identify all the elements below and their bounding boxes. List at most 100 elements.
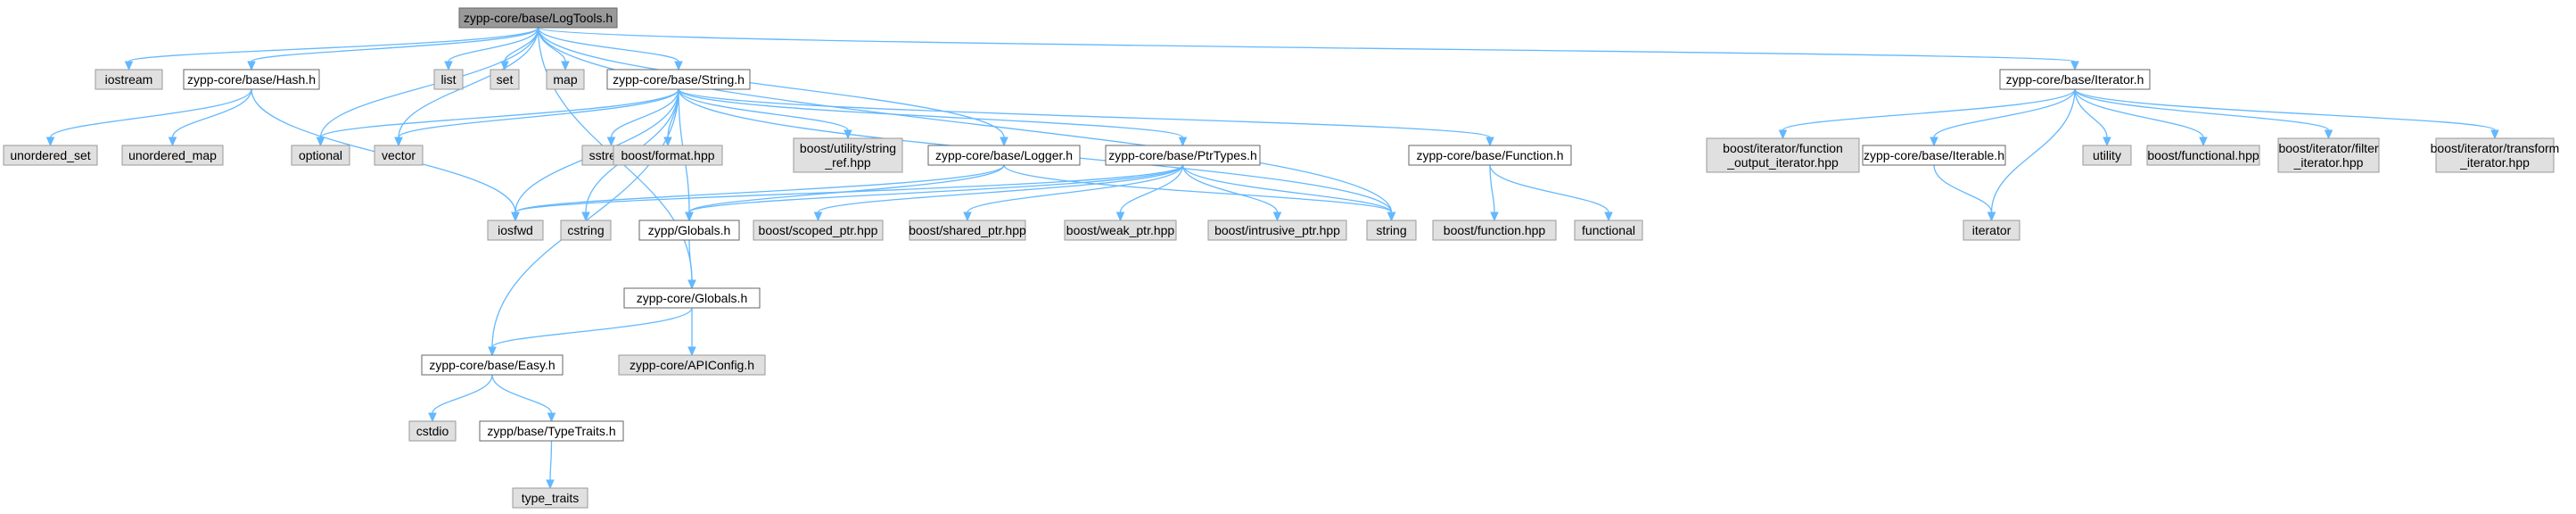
node-iterable_h[interactable]: zypp-core/base/Iterable.h [1862,145,2006,166]
node-string_h[interactable]: zypp-core/base/String.h [606,69,751,90]
node-hash[interactable]: zypp-core/base/Hash.h [183,69,320,90]
node-box [753,220,884,241]
node-boost_format: boost/format.hpp [613,145,723,166]
node-set: set [490,69,520,90]
node-label: string [1376,223,1406,237]
node-box [606,69,751,90]
edge-hash-to-unordered_map [171,88,252,138]
node-box [560,220,612,241]
node-label: zypp-core/base/Iterable.h [1864,148,2004,162]
edge-arrowhead [428,412,437,423]
node-box [183,69,320,90]
node-iostream: iostream [95,69,163,90]
edge-string_h-to-sstream [610,88,679,138]
edge-string_h-to-function_h [678,88,1491,138]
edge-arrowhead [685,211,694,222]
node-box [408,420,457,442]
node-vector: vector [374,145,424,166]
edge-arrowhead [511,211,520,222]
edge-logtools-to-string_std [537,27,1393,213]
node-label: utility [2093,148,2121,162]
edge-logtools-to-vector [398,27,539,138]
node-label: boost/iterator/filter [2278,141,2378,155]
edge-logtools-to-hash [251,27,539,62]
node-box [1064,220,1177,241]
edge-arrowhead [561,61,570,71]
node-logger_h[interactable]: zypp-core/base/Logger.h [927,145,1081,166]
node-box [433,69,464,90]
node-unordered_set: unordered_set [3,145,98,166]
node-boost_function: boost/function.hpp [1432,220,1557,241]
node-label: boost/iterator/transform [2431,141,2560,155]
node-label: iterator [1972,223,2012,237]
node-optional: optional [291,145,350,166]
node-boost_filter_iter: boost/iterator/filter_iterator.hpp [2277,137,2380,173]
node-box [374,145,424,166]
node-zypp_globals_h[interactable]: zypp/Globals.h [638,220,740,241]
node-iosfwd: iosfwd [487,220,544,241]
node-label: zypp-core/base/Function.h [1417,148,1564,162]
node-box [1432,220,1557,241]
node-label: boost/format.hpp [621,148,714,162]
node-box [546,69,585,90]
node-easy_h[interactable]: zypp-core/base/Easy.h [421,354,564,376]
node-box [95,69,163,90]
edge-iterator_h-to-boost_functional [2074,88,2204,138]
node-box [1963,220,2020,241]
node-box [1408,145,1572,166]
edge-iterator_h-to-boost_filter_iter [2074,88,2330,131]
node-box [2277,137,2380,173]
node-iterator_h[interactable]: zypp-core/base/Iterator.h [1999,69,2151,90]
node-label: zypp-core/base/String.h [613,72,745,87]
node-label: vector [382,148,416,162]
edge-string_h-to-optional [319,88,679,138]
node-box [487,220,544,241]
edge-arrowhead [394,137,403,147]
node-label: set [497,72,514,87]
edge-logtools-to-iterator_h [537,27,2076,62]
node-box [1999,69,2151,90]
edge-arrowhead [2103,137,2111,147]
node-box [421,354,564,376]
node-type_traits: type_traits [512,487,588,509]
node-ptrtypes_h[interactable]: zypp-core/base/PtrTypes.h [1105,145,1261,166]
node-box [458,7,618,29]
node-box [618,354,766,376]
node-box [2082,145,2132,166]
edge-logtools-to-logger_h [537,27,1005,138]
node-label: boost/utility/string [800,141,896,155]
node-boost_weak_ptr: boost/weak_ptr.hpp [1064,220,1177,241]
node-boost_fout_iter: boost/iterator/function_output_iterator.… [1706,137,1860,173]
edge-arrowhead [2199,137,2208,147]
node-label: zypp-core/base/LogTools.h [464,11,613,25]
node-typetraits_h[interactable]: zypp/base/TypeTraits.h [479,420,624,442]
node-function_h[interactable]: zypp-core/base/Function.h [1408,145,1572,166]
edge-zc_globals_h-to-easy_h [491,307,693,348]
edge-string_h-to-boost_string_ref [678,88,849,131]
edge-arrowhead [316,137,325,147]
edge-ptrtypes_h-to-iosfwd [514,164,1184,213]
node-label: zypp-core/base/Hash.h [187,72,316,87]
edge-arrowhead [606,137,616,147]
node-label: zypp-core/base/Logger.h [935,148,1073,162]
edge-typetraits_h-to-type_traits [549,440,553,481]
node-label: unordered_map [128,148,217,162]
node-zc_globals_h[interactable]: zypp-core/Globals.h [623,287,761,309]
edge-arrowhead [168,137,177,147]
node-box [1574,220,1643,241]
edge-logtools-to-list [448,27,539,62]
edge-arrowhead [444,61,453,71]
node-label: zypp-core/Globals.h [637,291,748,305]
edge-arrowhead [546,479,555,490]
node-box [613,145,723,166]
edge-iterator_h-to-iterable_h [1933,88,2076,138]
edge-arrowhead [1486,137,1494,147]
node-box [927,145,1081,166]
edge-ptrtypes_h-to-boost_weak_ptr [1119,164,1184,213]
node-boost_string_ref: boost/utility/string_ref.hpp [793,137,903,173]
edge-iterator_h-to-boost_transform_iter [2074,88,2496,131]
edge-string_h-to-vector [398,88,679,138]
edge-zypp_globals_h-to-zc_globals_h [688,239,693,281]
edge-function_h-to-boost_function [1489,164,1495,213]
